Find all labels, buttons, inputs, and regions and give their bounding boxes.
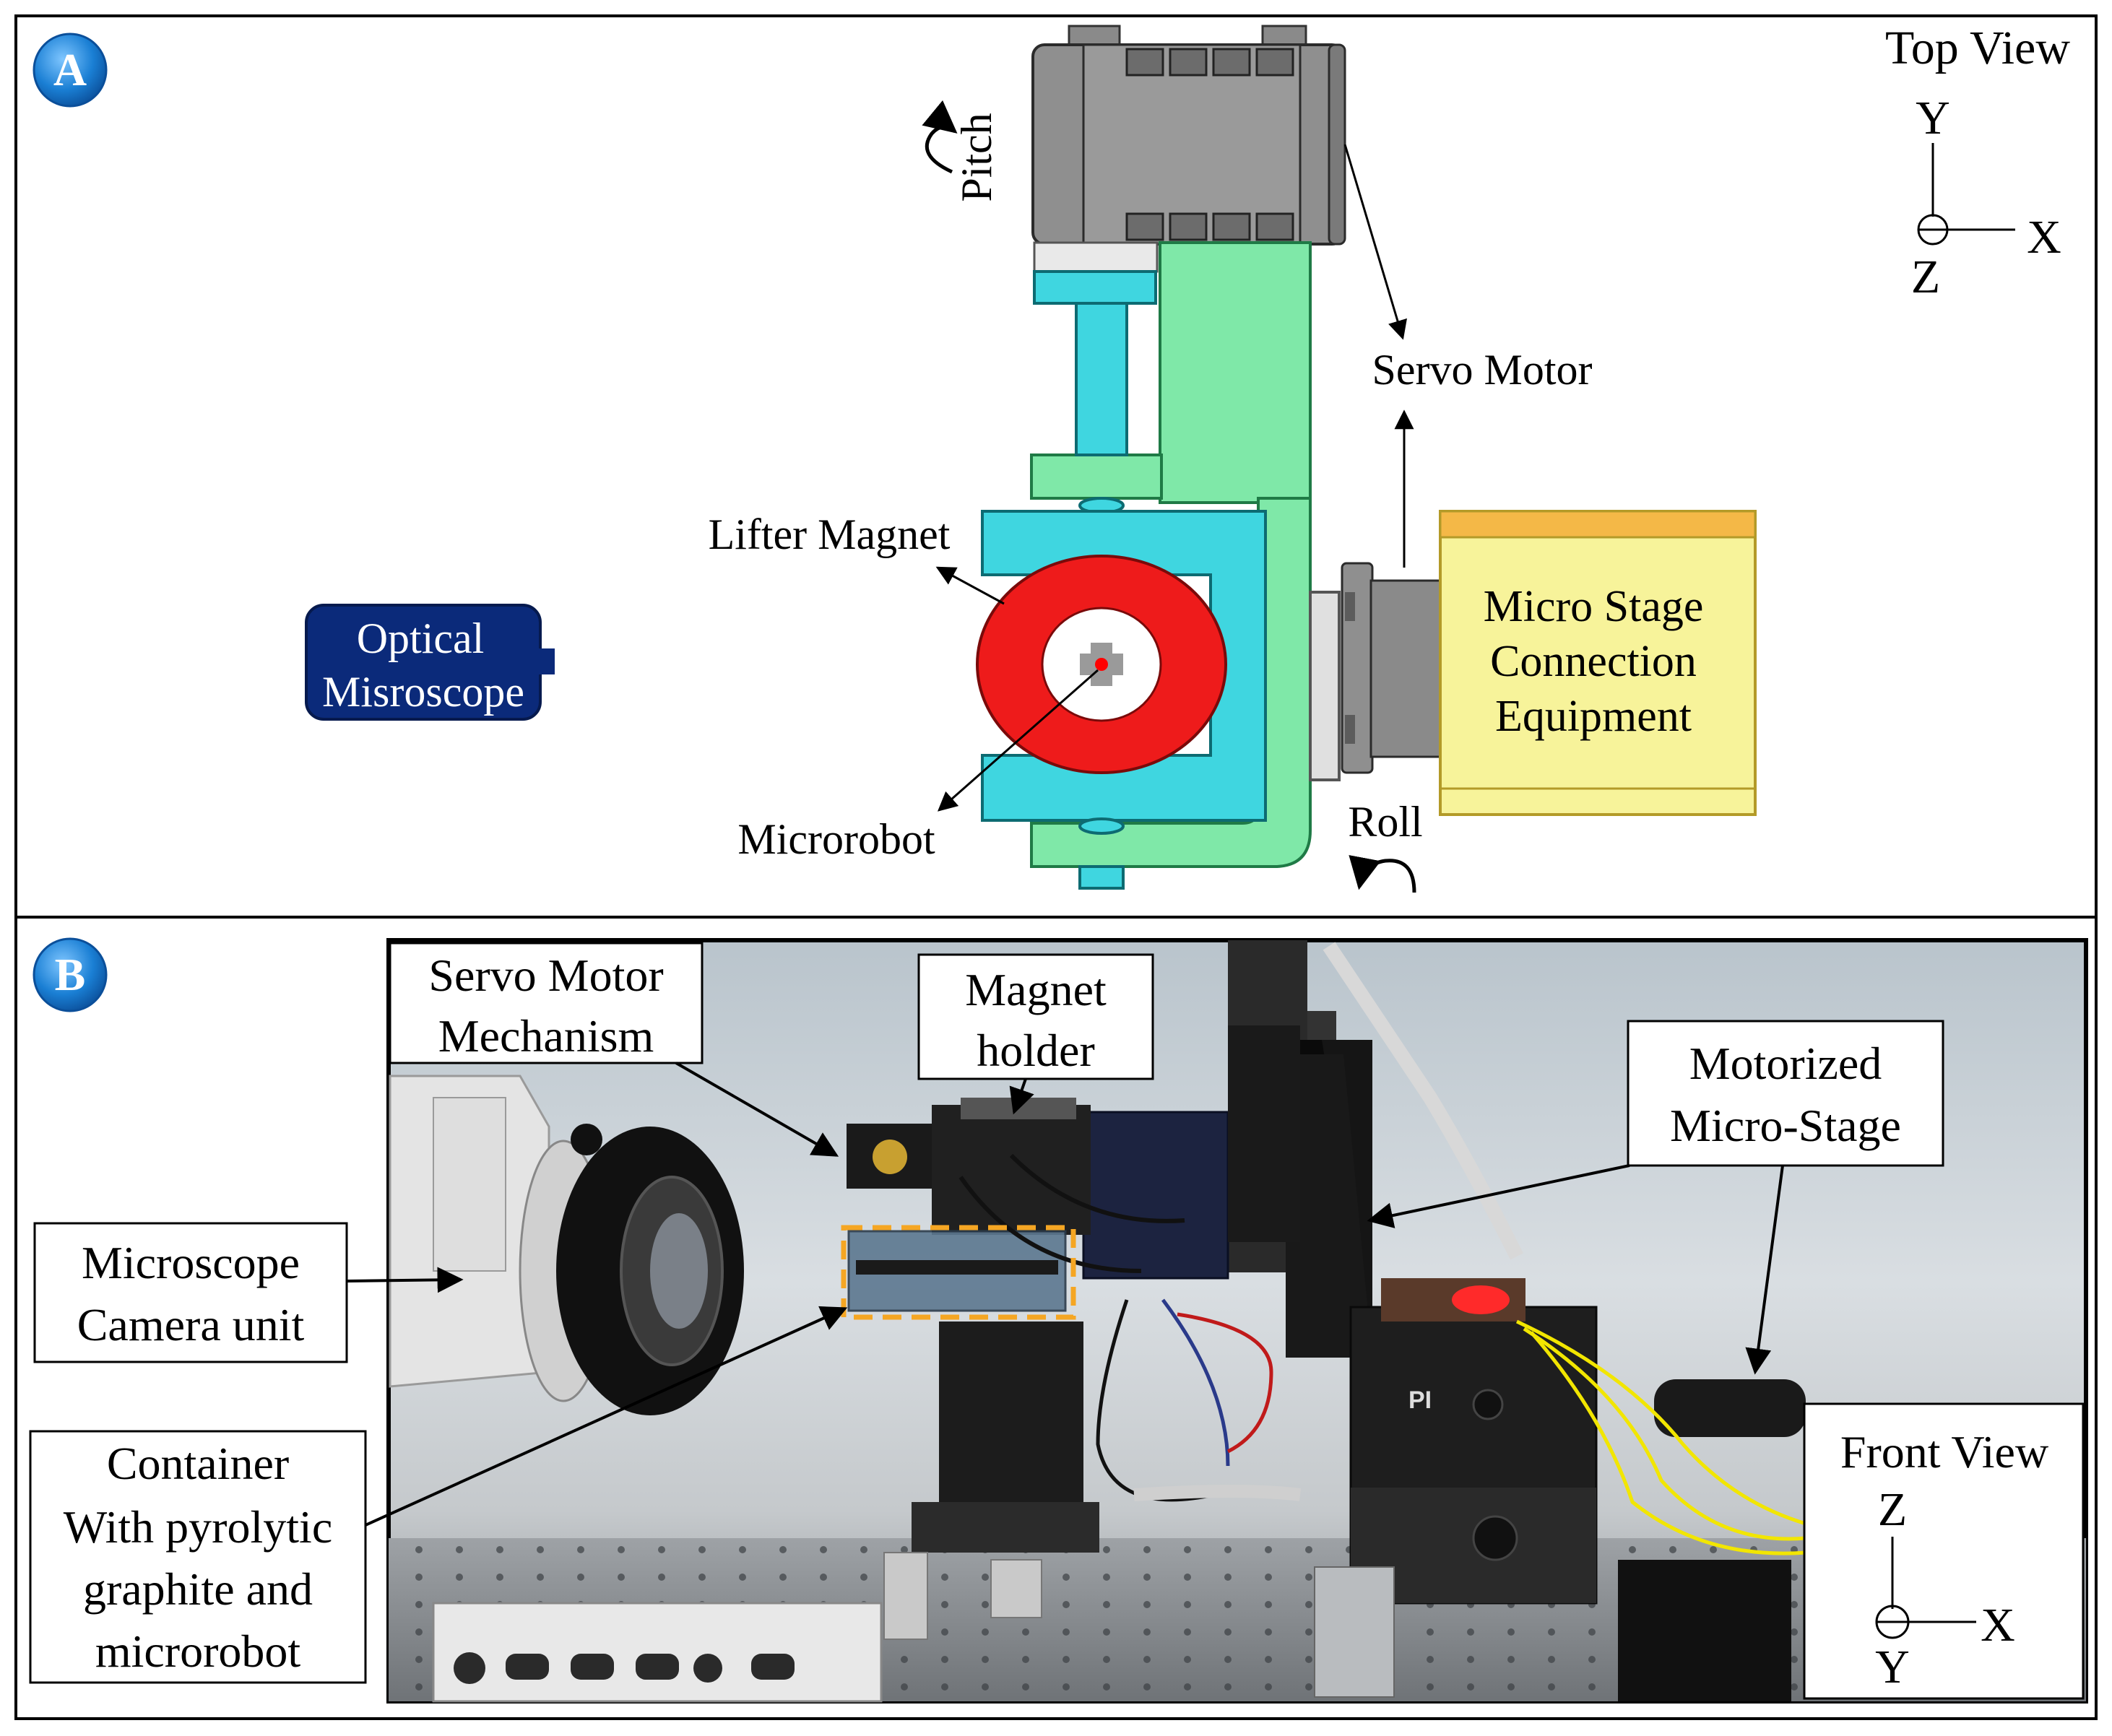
magnet-holder-line2: holder [977, 1025, 1095, 1076]
panel-b-badge: B [33, 937, 108, 1012]
pitch-rotation-arrow [922, 100, 958, 174]
microscope-label-line1: Optical [357, 615, 485, 662]
stage-label-line3: Equipment [1495, 692, 1692, 741]
servo-motor-label: Servo Motor [1372, 346, 1593, 394]
stage-label-line1: Micro Stage [1484, 582, 1704, 631]
panel-a-badge: A [33, 32, 108, 108]
servo-mechanism-callout: Servo Motor Mechanism [389, 942, 839, 1157]
front-view-label: Front View [1840, 1426, 2048, 1477]
roll-rotation-arrow [1349, 855, 1416, 893]
lifter-magnet-label: Lifter Magnet [709, 511, 951, 558]
stage-label-line2: Connection [1490, 637, 1697, 686]
microrobot-dot [1095, 658, 1108, 671]
panel-a: A Top View Y X Z [14, 14, 2098, 919]
motorized-stage-line2: Micro-Stage [1670, 1100, 1901, 1151]
magnet-holder-callout: Magnet holder [917, 953, 1154, 1115]
microrobot-arrow [937, 669, 1099, 812]
camera-unit-callout: Microscope Camera unit [33, 1222, 464, 1363]
camera-unit-line2: Camera unit [77, 1299, 305, 1350]
container-line1: Container [107, 1438, 289, 1489]
panel-a-badge-letter: A [53, 44, 87, 95]
container-line4: microrobot [95, 1626, 301, 1677]
roll-label: Roll [1348, 798, 1422, 846]
microrobot-label: Microrobot [737, 815, 935, 863]
front-axis-z: Z [1878, 1483, 1907, 1536]
front-axis-x: X [1981, 1599, 2015, 1652]
lifter-magnet-arrow [935, 566, 1005, 605]
roll-motor-drawing [1341, 562, 1442, 774]
green-bracket [1030, 241, 1341, 868]
container-line3: graphite and [83, 1563, 313, 1615]
top-axis-z: Z [1911, 251, 1940, 303]
motorized-stage-callout: Motorized Micro-Stage [1367, 1020, 1944, 1375]
panel-b: B [14, 916, 2098, 1720]
pitch-label: Pitch [953, 113, 1000, 201]
front-view-callout: Front View Z X Y [1803, 1402, 2085, 1700]
top-view-label: Top View [1885, 22, 2070, 74]
servo-motor-drawing [1031, 25, 1346, 273]
front-axis-y: Y [1875, 1641, 1910, 1693]
lifter-magnet-drawing [976, 555, 1227, 774]
container-callout: Container With pyrolytic graphite and mi… [29, 1306, 848, 1684]
micro-stage-box: Micro Stage Connection Equipment [1439, 510, 1757, 816]
magnet-holder-line1: Magnet [965, 964, 1107, 1015]
optical-microscope-box: Optical Misroscope [305, 604, 555, 721]
pi-brand-text: PI [1408, 1386, 1432, 1414]
camera-unit-line1: Microscope [82, 1237, 300, 1288]
motorized-stage-line1: Motorized [1689, 1038, 1882, 1089]
container-line2: With pyrolytic [64, 1501, 332, 1553]
top-view-axes: Y X Z [1911, 92, 2061, 303]
top-axis-x: X [2027, 211, 2061, 264]
microscope-label-line2: Misroscope [322, 668, 524, 716]
top-axis-y: Y [1916, 92, 1950, 144]
servo-mechanism-line2: Mechanism [438, 1010, 654, 1062]
container-highlight [841, 1225, 1076, 1320]
servo-arrow-up [1343, 144, 1407, 340]
panel-b-badge-letter: B [55, 949, 86, 1000]
servo-mechanism-line1: Servo Motor [428, 950, 663, 1001]
